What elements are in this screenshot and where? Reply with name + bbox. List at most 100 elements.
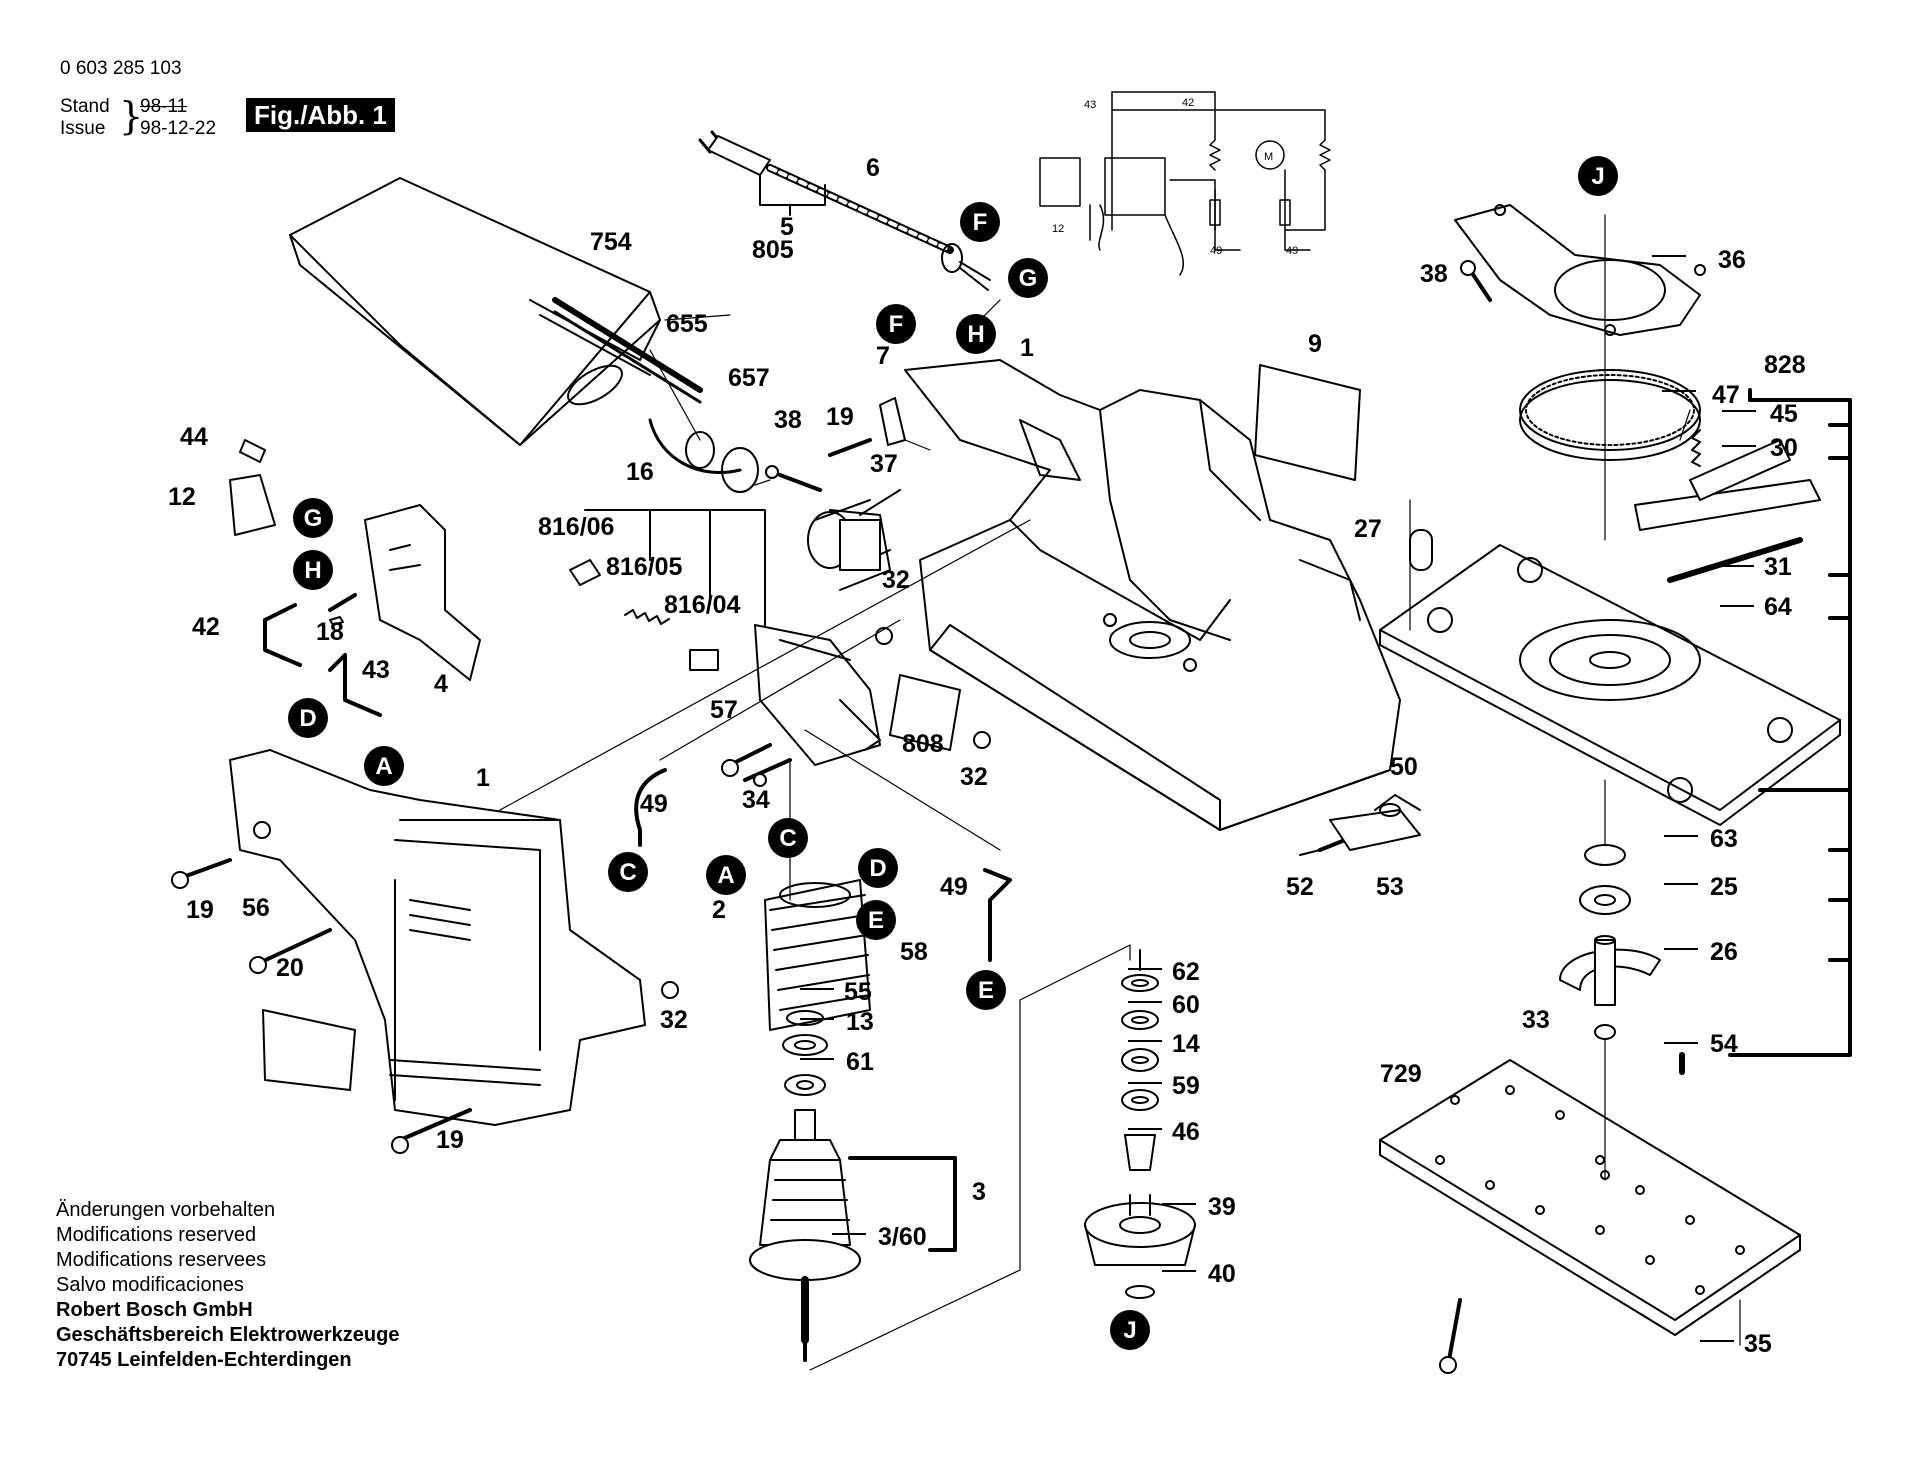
connection-marker-j <box>1110 1310 1150 1350</box>
part-number-label: 63 <box>1710 825 1738 853</box>
bearing-13 <box>782 1034 828 1056</box>
footer-line: Modifications reserved <box>56 1224 257 1246</box>
part-number-label: 54 <box>1710 1030 1738 1058</box>
schematic-label: 12 <box>1052 223 1064 235</box>
connection-marker-letter: A <box>375 753 392 780</box>
armature-drawing <box>749 1109 956 1362</box>
connection-marker-letter: C <box>619 859 636 886</box>
part-number-label: 30 <box>1770 434 1798 462</box>
part-number-label: 816/05 <box>606 553 683 581</box>
gear-stack-drawing <box>1084 949 1196 1299</box>
brace-glyph: } <box>119 94 144 138</box>
connection-marker-letter: D <box>869 855 886 882</box>
stand-label: Stand <box>60 96 110 117</box>
connection-marker-letter: G <box>304 505 323 532</box>
eccentric-drawing <box>1559 844 1685 1075</box>
housing-left-drawing <box>229 749 646 1126</box>
part-number-label: 60 <box>1172 991 1200 1019</box>
part-number-label: 18 <box>316 618 344 646</box>
part-number-label: 9 <box>1308 330 1322 358</box>
bracket-3 <box>848 1156 957 1252</box>
connection-marker-c <box>608 852 648 892</box>
switch-drawing <box>569 509 881 766</box>
part-number-label: 42 <box>192 613 220 641</box>
hose-drawing <box>648 418 759 493</box>
part-number: 0 603 285 103 <box>60 58 182 79</box>
connection-marker-g <box>1008 258 1048 298</box>
dust-bag-drawing <box>289 177 703 446</box>
power-cord-drawing <box>698 130 991 291</box>
part-number-label: 46 <box>1172 1118 1200 1146</box>
part-number-label: 37 <box>870 450 898 478</box>
footer-notes: Änderungen vorbehalten Modifications res… <box>56 1198 399 1373</box>
leader-lines <box>499 214 1741 1371</box>
retainer-drawing <box>1454 204 1706 336</box>
part-number-label: 27 <box>1354 515 1382 543</box>
connection-marker-letter: F <box>889 311 904 338</box>
part-number-label: 56 <box>242 894 270 922</box>
connection-marker-letter: A <box>717 862 734 889</box>
schematic-label: 42 <box>1182 97 1194 109</box>
part-number-label: 26 <box>1710 938 1738 966</box>
part-number-label: 6 <box>866 154 880 182</box>
part-number-label: 64 <box>1764 593 1792 621</box>
part-number-label: 57 <box>710 696 738 724</box>
connection-marker-c <box>768 818 808 858</box>
part-number-label: 47 <box>1712 381 1740 409</box>
base-plate-drawing <box>1379 429 1841 826</box>
connection-marker-e <box>856 900 896 940</box>
part-number-label: 20 <box>276 954 304 982</box>
part-number-label: 25 <box>1710 873 1738 901</box>
connection-marker-f <box>960 202 1000 242</box>
connection-marker-letter: E <box>978 977 994 1004</box>
part-number-label: 52 <box>1286 873 1314 901</box>
part-number-label: 36 <box>1718 246 1746 274</box>
schematic-label: 49 <box>1210 245 1222 257</box>
connection-marker-d <box>288 698 328 738</box>
connection-marker-letter: H <box>304 557 321 584</box>
connection-marker-d <box>858 848 898 888</box>
part-number-label: 61 <box>846 1048 874 1076</box>
part-number-label: 816/06 <box>538 513 614 541</box>
footer-line: Modifications reservees <box>56 1249 267 1271</box>
label-808 <box>889 674 961 751</box>
connection-marker-e <box>966 970 1006 1010</box>
switch-block-7 <box>879 397 906 446</box>
ring-47 <box>1519 369 1701 451</box>
bracket-drawing <box>1299 794 1421 856</box>
connection-marker-a <box>364 746 404 786</box>
part-number-label: 3/60 <box>878 1223 927 1251</box>
part-number-label: 38 <box>1420 260 1448 288</box>
part-number-label: 32 <box>660 1006 688 1034</box>
connection-marker-letter: J <box>1123 1317 1136 1344</box>
figure-label: Fig./Abb. 1 <box>246 98 395 132</box>
part-number-label: 62 <box>1172 958 1200 986</box>
connection-marker-h <box>293 550 333 590</box>
part-number-label: 55 <box>844 978 872 1006</box>
part-number-label: 19 <box>436 1126 464 1154</box>
connection-marker-letter: D <box>299 705 316 732</box>
part-number-label: 655 <box>666 310 708 338</box>
schematic-label: 49 <box>1286 245 1298 257</box>
capacitor-drawing <box>807 489 901 591</box>
part-number-label: 3 <box>972 1178 986 1206</box>
screws <box>171 260 1492 1374</box>
bracket-828 <box>1728 388 1852 1057</box>
part-number-label: 19 <box>826 403 854 431</box>
part-number-label: 49 <box>940 873 968 901</box>
part-number-label: 808 <box>902 730 944 758</box>
circuit-schematic <box>1039 91 1331 276</box>
part-number-label: 16 <box>626 458 654 486</box>
field-coil-drawing <box>764 879 871 1031</box>
footer-division: Geschäftsbereich Elektrowerkzeuge <box>56 1324 400 1346</box>
connection-marker-g <box>293 498 333 538</box>
part-number-label: 31 <box>1764 553 1792 581</box>
part-number-label: 49 <box>640 790 668 818</box>
part-number-label: 19 <box>186 896 214 924</box>
footer-address: 70745 Leinfelden-Echterdingen <box>56 1349 352 1371</box>
bearing-61 <box>784 1074 826 1096</box>
washer-32 <box>973 731 991 749</box>
part-number-label: 33 <box>1522 1006 1550 1034</box>
schematic-label: M <box>1264 151 1273 163</box>
